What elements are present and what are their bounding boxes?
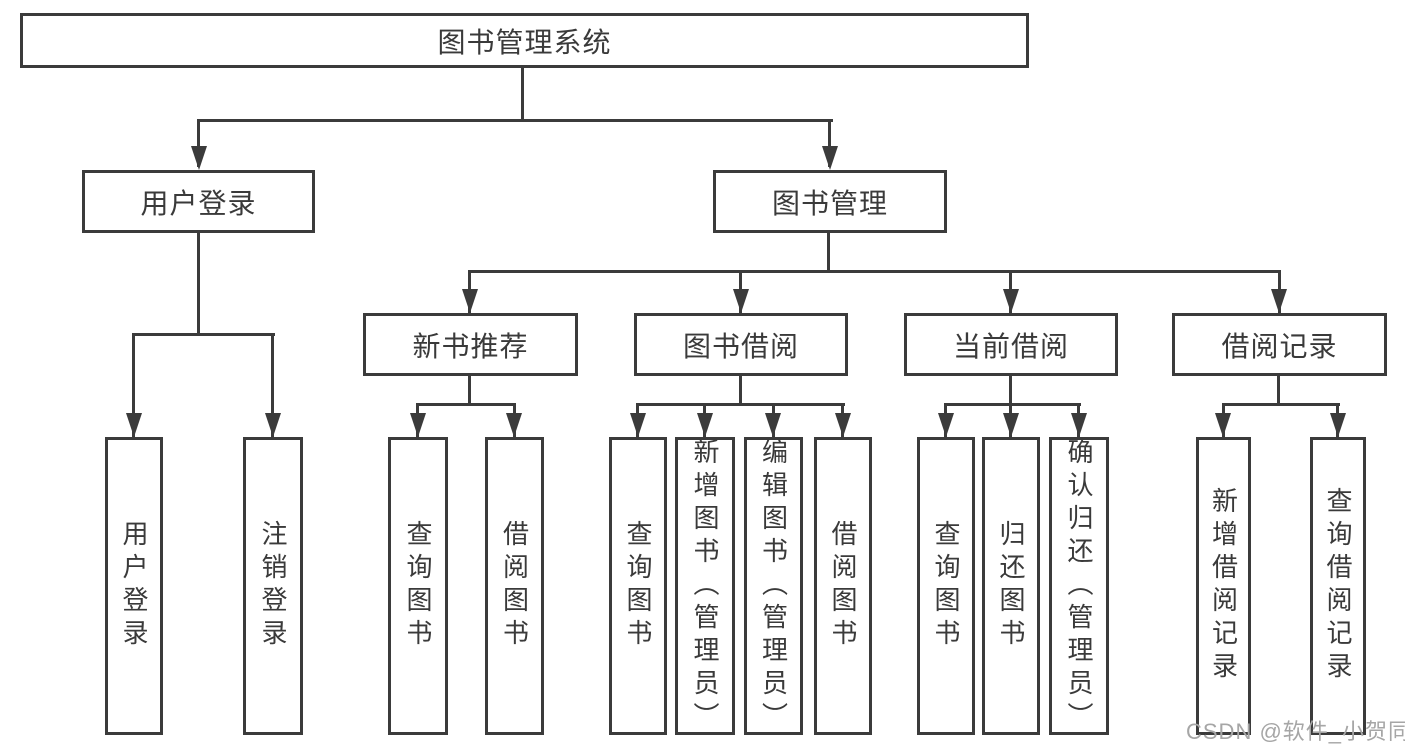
connector-current-stub <box>1009 376 1012 406</box>
node-user-login: 用户登录 <box>82 170 315 233</box>
node-borrowing-records: 借阅记录 <box>1172 313 1387 376</box>
arrow-down-icon <box>1003 289 1019 313</box>
leaf-label: 新增图书（管理员） <box>690 437 720 735</box>
node-book-borrowing: 图书借阅 <box>634 313 848 376</box>
watermark: CSDN @软件_小贺同学 <box>1186 719 1405 744</box>
leaf-label: 查询图书 <box>403 520 433 652</box>
leaf-edit-books-admin: 编辑图书（管理员） <box>744 437 803 735</box>
leaf-borrow-books-recommend: 借阅图书 <box>485 437 544 735</box>
arrow-down-icon <box>697 413 713 437</box>
arrow-down-icon <box>733 289 749 313</box>
connector-recommend-branch <box>416 403 516 406</box>
leaf-label: 查询图书 <box>623 520 653 652</box>
node-new-book-recommendation: 新书推荐 <box>363 313 578 376</box>
arrow-down-icon <box>630 413 646 437</box>
arrow-down-icon <box>1271 289 1287 313</box>
leaf-label: 新增借阅记录 <box>1208 487 1239 685</box>
connector-root-drop-left <box>197 119 200 167</box>
connector-recommend-stub <box>468 376 471 406</box>
arrow-down-icon <box>822 146 838 170</box>
leaf-user-login: 用户登录 <box>105 437 163 735</box>
arrow-down-icon <box>1215 413 1231 437</box>
leaf-label: 用户登录 <box>119 520 149 652</box>
connector-records-stub <box>1277 376 1280 406</box>
connector-root-drop-right <box>828 119 831 167</box>
arrow-down-icon <box>1330 413 1346 437</box>
arrow-down-icon <box>265 413 281 437</box>
connector-bookmgmt-branch <box>468 270 1281 273</box>
leaf-query-borrow-record: 查询借阅记录 <box>1310 437 1366 735</box>
connector-userlogin-branch <box>132 333 275 336</box>
connector-current-branch <box>944 403 1081 406</box>
leaf-label: 借阅图书 <box>499 520 530 652</box>
leaf-query-books-recommend: 查询图书 <box>388 437 448 735</box>
leaf-query-books-current: 查询图书 <box>917 437 975 735</box>
leaf-label: 查询图书 <box>931 520 961 652</box>
arrow-down-icon <box>835 413 851 437</box>
arrow-down-icon <box>765 413 781 437</box>
leaf-label: 注销登录 <box>258 520 288 652</box>
node-library-management-system: 图书管理系统 <box>20 13 1029 68</box>
leaf-add-borrow-record: 新增借阅记录 <box>1196 437 1251 735</box>
connector-userlogin-drop-1 <box>132 333 135 437</box>
leaf-label: 确认归还（管理员） <box>1064 437 1094 735</box>
leaf-label: 借阅图书 <box>828 520 858 652</box>
arrow-down-icon <box>506 413 522 437</box>
connector-userlogin-drop-2 <box>271 333 274 437</box>
arrow-down-icon <box>462 289 478 313</box>
arrow-down-icon <box>410 413 426 437</box>
leaf-query-books-borrow: 查询图书 <box>609 437 667 735</box>
arrow-down-icon <box>1071 413 1087 437</box>
arrow-down-icon <box>938 413 954 437</box>
leaf-label: 查询借阅记录 <box>1323 487 1353 685</box>
leaf-add-books-admin: 新增图书（管理员） <box>675 437 735 735</box>
node-book-management: 图书管理 <box>713 170 947 233</box>
leaf-confirm-return-admin: 确认归还（管理员） <box>1049 437 1109 735</box>
connector-borrow-branch <box>636 403 845 406</box>
leaf-borrow-books: 借阅图书 <box>814 437 872 735</box>
connector-borrow-stub <box>739 376 742 406</box>
connector-bookmgmt-stub <box>827 233 830 273</box>
leaf-return-books: 归还图书 <box>982 437 1040 735</box>
arrow-down-icon <box>126 413 142 437</box>
leaf-label: 编辑图书（管理员） <box>758 437 789 735</box>
connector-root-stub <box>521 66 524 122</box>
arrow-down-icon <box>1003 413 1019 437</box>
connector-records-branch <box>1222 403 1340 406</box>
leaf-label: 归还图书 <box>996 520 1026 652</box>
node-current-borrowing: 当前借阅 <box>904 313 1118 376</box>
connector-userlogin-stub <box>197 233 200 336</box>
arrow-down-icon <box>191 146 207 170</box>
leaf-logout: 注销登录 <box>243 437 303 735</box>
connector-root-branch <box>197 119 833 122</box>
